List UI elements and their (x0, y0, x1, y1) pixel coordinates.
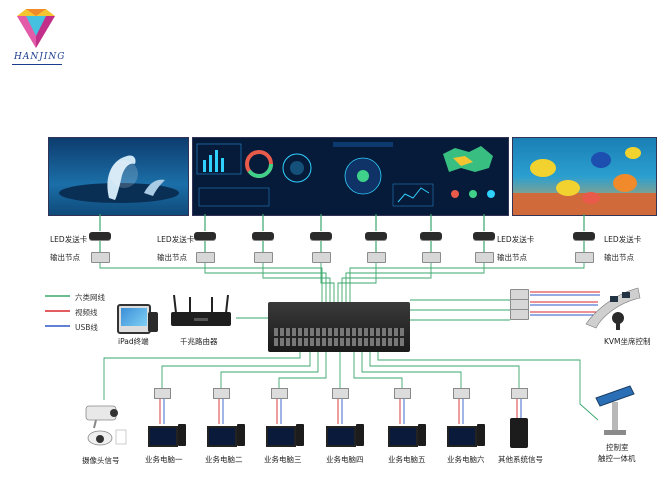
monitor-icon (326, 426, 356, 447)
ipad-icon (117, 304, 151, 334)
pc-node (511, 388, 528, 399)
led-sender-label-right: LED发送卡 (604, 235, 642, 244)
output-node-label-left: 输出节点 (50, 253, 80, 262)
output-node-label-right: 输出节点 (604, 253, 634, 262)
output-node (254, 252, 273, 263)
led-sender-label: LED发送卡 (497, 235, 535, 244)
pc-tower-icon (296, 424, 304, 446)
led-sender-label-left: LED发送卡 (50, 235, 88, 244)
pc-node (213, 388, 230, 399)
kvm-node (510, 309, 529, 320)
output-node-label: 输出节点 (497, 253, 527, 262)
kiosk-label-1: 控制室 (606, 443, 629, 452)
pc-label-5: 业务电脑五 (388, 455, 426, 464)
led-sender-card (89, 232, 111, 240)
led-sender-card (573, 232, 595, 240)
pc-tower-icon (237, 424, 245, 446)
pc-label-4: 业务电脑四 (326, 455, 364, 464)
pc-node (394, 388, 411, 399)
dolphin-image (59, 155, 179, 203)
output-node (367, 252, 386, 263)
led-sender-card (252, 232, 274, 240)
kvm-label: KVM坐席控制 (604, 337, 651, 346)
monitor-icon (447, 426, 477, 447)
led-screen-left (48, 137, 189, 216)
led-sender-card (194, 232, 216, 240)
output-node (422, 252, 441, 263)
brand-name: HANJING (14, 52, 66, 62)
output-node (312, 252, 331, 263)
output-node (196, 252, 215, 263)
pc-node (154, 388, 171, 399)
pc-label-1: 业务电脑一 (145, 455, 183, 464)
router-icon (171, 294, 231, 326)
phone-icon (148, 312, 158, 332)
legend-usb: USB线 (75, 323, 98, 332)
led-sender-card (365, 232, 387, 240)
monitor-icon (148, 426, 178, 447)
pc-tower-icon (477, 424, 485, 446)
pc-node (271, 388, 288, 399)
pc-label-6: 业务电脑六 (447, 455, 485, 464)
kiosk-label-2: 触控一体机 (598, 454, 636, 463)
kvm-console-icon (585, 287, 641, 330)
pc-tower-icon (356, 424, 364, 446)
dashboard-image (196, 142, 495, 207)
monitor-icon (388, 426, 418, 447)
server-icon (510, 418, 528, 448)
camera-icon (85, 405, 127, 446)
output-node (475, 252, 494, 263)
camera-label: 摄像头信号 (82, 456, 120, 465)
output-node (91, 252, 110, 263)
brand-logo-icon (17, 9, 55, 48)
output-node-label: 输出节点 (157, 253, 187, 262)
pc-node (332, 388, 349, 399)
pc-label-3: 业务电脑三 (264, 455, 302, 464)
monitor-icon (207, 426, 237, 447)
touch-kiosk-icon (595, 385, 635, 435)
ipad-label: iPad终端 (118, 337, 149, 346)
pc-label-2: 业务电脑二 (205, 455, 243, 464)
led-screen-center (192, 137, 509, 216)
monitor-icon (266, 426, 296, 447)
output-node (575, 252, 594, 263)
core-switch (268, 302, 410, 352)
pc-node (453, 388, 470, 399)
led-sender-card (473, 232, 495, 240)
led-sender-card (420, 232, 442, 240)
led-sender-card (310, 232, 332, 240)
fish-image (513, 147, 656, 215)
pc-label-other: 其他系统信号 (498, 455, 543, 464)
pc-tower-icon (418, 424, 426, 446)
led-screen-right (512, 137, 657, 216)
legend-video: 视频线 (75, 308, 98, 317)
brand-underline (12, 64, 62, 65)
router-label: 千兆路由器 (180, 337, 218, 346)
led-sender-label: LED发送卡 (157, 235, 195, 244)
legend-network: 六类网线 (75, 293, 105, 302)
pc-tower-icon (178, 424, 186, 446)
